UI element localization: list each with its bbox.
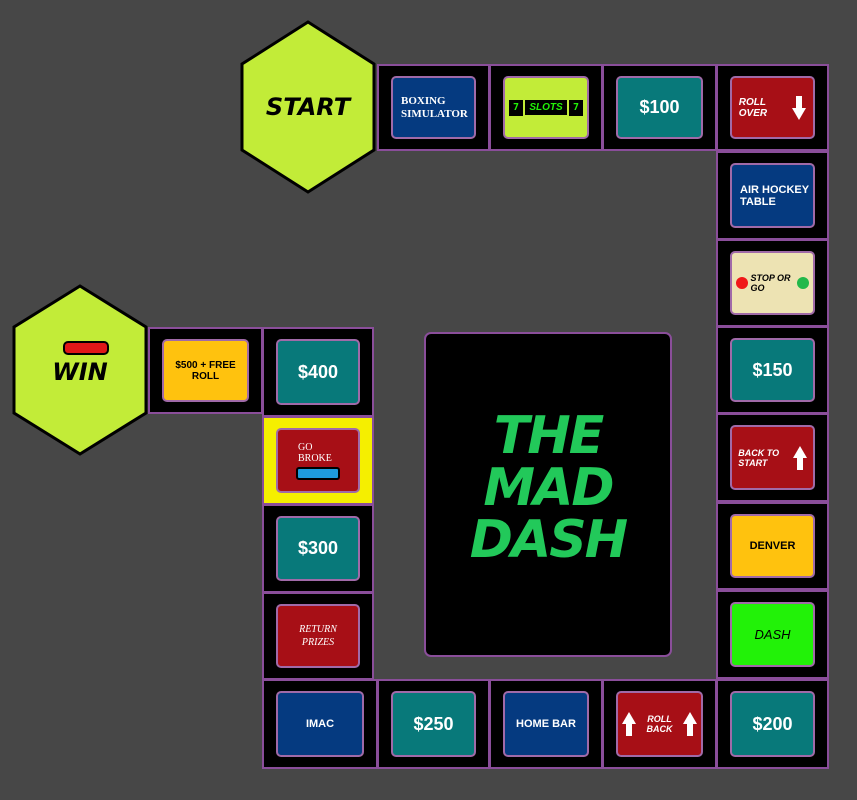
money-150-tile: $150	[730, 338, 815, 402]
title-line-mad: MAD	[483, 458, 614, 518]
roll-over-label: ROLL OVER	[738, 96, 768, 119]
roll-back-tile: ROLL BACK	[616, 691, 703, 757]
space-200[interactable]: $200	[716, 679, 829, 769]
home-bar-tile: HOME BAR	[503, 691, 589, 757]
space-imac[interactable]: IMAC	[262, 679, 378, 769]
money-400-tile: $400	[276, 339, 360, 405]
start-hexagon: START	[240, 20, 376, 194]
space-300[interactable]: $300	[262, 504, 374, 593]
money-250-label: $250	[413, 713, 454, 734]
money-100-label: $100	[639, 97, 680, 117]
back-to-start-tile: BACK TO START	[730, 425, 815, 490]
space-air-hockey-table[interactable]: AIR HOCKEY TABLE	[716, 151, 829, 240]
space-roll-back[interactable]: ROLL BACK	[602, 679, 717, 769]
title-line-the: THE	[493, 406, 605, 466]
air-hockey-tile: AIR HOCKEY TABLE	[730, 163, 815, 228]
space-denver[interactable]: DENVER	[716, 502, 829, 590]
imac-label: IMAC	[305, 718, 335, 730]
seven-left-icon: 7	[509, 99, 523, 116]
space-back-to-start[interactable]: BACK TO START	[716, 413, 829, 502]
money-300-label: $300	[297, 538, 339, 558]
dash-tile: DASH	[730, 602, 815, 667]
space-dash[interactable]: DASH	[716, 590, 829, 679]
free-roll-tile: $500 + FREE ROLL	[162, 339, 249, 402]
arrow-up-right-icon	[682, 712, 697, 736]
stop-or-go-label: STOP OR GO	[750, 273, 791, 293]
arrow-down-icon	[792, 95, 807, 120]
money-100-tile: $100	[616, 76, 703, 139]
roll-back-label: ROLL BACK	[646, 714, 673, 734]
return-prizes-tile: RETURN PRIZES	[276, 604, 360, 668]
win-red-marker	[63, 341, 109, 355]
seven-right-icon: 7	[569, 99, 583, 116]
space-go-broke[interactable]: GO BROKE	[262, 416, 374, 505]
money-400-label: $400	[297, 361, 339, 382]
space-150[interactable]: $150	[716, 326, 829, 414]
space-slots[interactable]: 7 SLOTS 7	[489, 64, 603, 151]
boxing-simulator-tile: BOXING SIMULATOR	[391, 76, 476, 139]
stop-or-go-tile: STOP OR GO	[730, 251, 815, 315]
money-250-tile: $250	[391, 691, 476, 757]
air-hockey-label: AIR HOCKEY TABLE	[740, 183, 809, 208]
space-stop-or-go[interactable]: STOP OR GO	[716, 239, 829, 327]
space-home-bar[interactable]: HOME BAR	[489, 679, 603, 769]
home-bar-label: HOME BAR	[516, 718, 576, 730]
red-light-icon	[736, 277, 748, 289]
go-broke-tile: GO BROKE	[276, 428, 360, 493]
money-300-tile: $300	[276, 516, 360, 581]
space-250[interactable]: $250	[377, 679, 490, 769]
denver-tile: DENVER	[730, 514, 815, 578]
slots-label: SLOTS	[525, 100, 567, 115]
title-board: THE MAD DASH	[424, 332, 672, 657]
space-boxing-simulator[interactable]: BOXING SIMULATOR	[377, 64, 490, 151]
denver-label: DENVER	[749, 540, 796, 552]
roll-over-tile: ROLL OVER	[730, 76, 815, 139]
slots-tile: 7 SLOTS 7	[503, 76, 589, 139]
money-200-tile: $200	[730, 691, 815, 757]
arrow-up-icon	[792, 445, 807, 470]
money-200-label: $200	[752, 713, 793, 734]
go-broke-label: GO BROKE	[298, 441, 332, 464]
green-light-icon	[797, 277, 809, 289]
boxing-simulator-label: BOXING SIMULATOR	[401, 94, 468, 120]
return-prizes-label: RETURN PRIZES	[299, 624, 337, 648]
title-line-dash: DASH	[469, 510, 628, 570]
win-label: WIN	[52, 358, 108, 386]
space-roll-over[interactable]: ROLL OVER	[716, 64, 829, 151]
start-label: START	[265, 93, 351, 121]
imac-tile: IMAC	[276, 691, 364, 757]
arrow-up-left-icon	[622, 712, 637, 736]
space-100[interactable]: $100	[602, 64, 717, 151]
go-broke-blue-marker	[296, 466, 340, 480]
space-400[interactable]: $400	[262, 327, 374, 417]
win-hexagon: WIN	[12, 284, 148, 456]
money-150-label: $150	[752, 359, 793, 380]
space-return-prizes[interactable]: RETURN PRIZES	[262, 592, 374, 680]
dash-label: DASH	[754, 627, 791, 642]
space-free-roll[interactable]: $500 + FREE ROLL	[148, 327, 263, 414]
free-roll-label: $500 + FREE ROLL	[175, 359, 236, 382]
back-to-start-label: BACK TO START	[738, 447, 780, 468]
